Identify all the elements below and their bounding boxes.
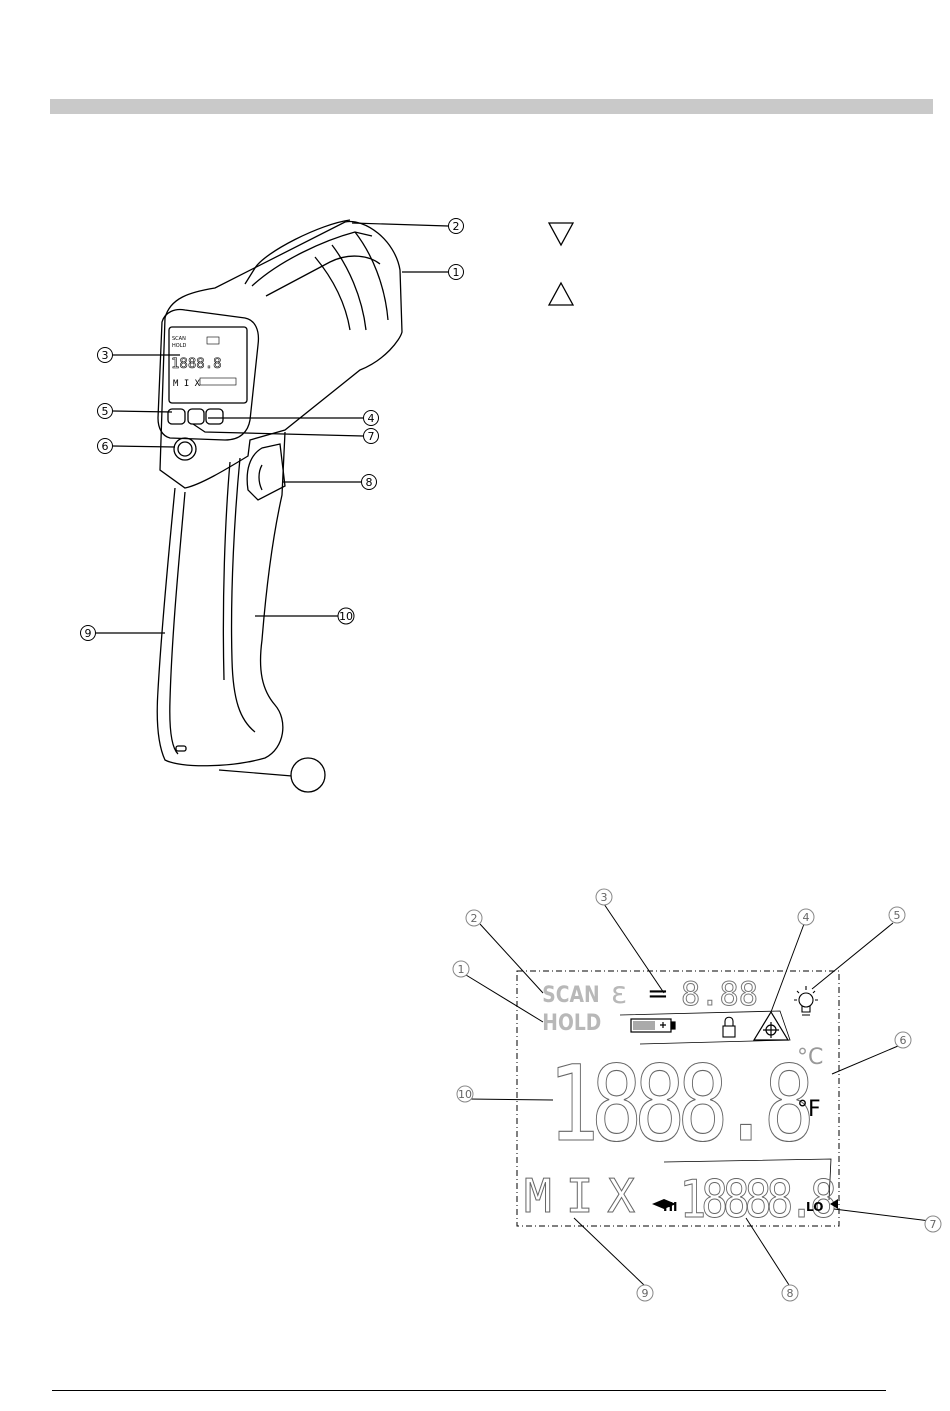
device-callout-3: 3 — [98, 348, 113, 363]
lcd-unit-f: °F — [797, 1097, 821, 1122]
svg-text:4: 4 — [803, 911, 810, 924]
svg-text:2: 2 — [471, 912, 478, 925]
svg-text:9: 9 — [85, 627, 92, 640]
device-callout-6: 6 — [98, 439, 113, 454]
device-lcd-scan: SCAN — [172, 336, 186, 342]
device-leaders — [96, 223, 448, 776]
svg-text:8: 8 — [366, 476, 373, 489]
svg-text:2: 2 — [453, 220, 460, 233]
lcd-callout-1: 1 — [453, 961, 469, 977]
svg-text:5: 5 — [102, 405, 109, 418]
device-callout-7: 7 — [364, 429, 379, 444]
lcd-callout-2: 2 — [466, 910, 482, 926]
lcd-unit-c: °C — [797, 1045, 823, 1070]
lcd-callout-5: 5 — [889, 907, 905, 923]
svg-text:6: 6 — [102, 440, 109, 453]
svg-text:1: 1 — [453, 266, 460, 279]
lcd-hold: HOLD — [542, 1010, 601, 1036]
lcd-epsilon: ε — [611, 976, 627, 1011]
up-triangle-icon — [549, 283, 573, 305]
device-callouts: 2 1 3 5 4 7 6 8 10 9 — [81, 219, 464, 793]
lcd-mode: MIX — [524, 1169, 649, 1223]
device-lcd-mode: M I X — [173, 379, 201, 389]
svg-text:6: 6 — [900, 1034, 907, 1047]
svg-text:7: 7 — [368, 430, 375, 443]
lcd-callout-10: 10 — [457, 1086, 473, 1102]
device-callout-10: 10 — [338, 608, 354, 624]
lcd-callout-9: 9 — [637, 1285, 653, 1301]
device-lcd-digits: 1888.8 — [171, 356, 222, 372]
arrow-symbols — [549, 223, 573, 305]
device-lcd-hold: HOLD — [172, 343, 186, 349]
device-callout-4: 4 — [364, 411, 379, 426]
lcd-callout-4: 4 — [798, 909, 814, 925]
svg-text:9: 9 — [642, 1287, 649, 1300]
lcd-callout-6: 6 — [895, 1032, 911, 1048]
lcd-scan: SCAN — [542, 982, 599, 1008]
svg-text:1: 1 — [458, 963, 465, 976]
lcd-main-digits: 1888.8 — [548, 1045, 810, 1165]
svg-text:7: 7 — [930, 1218, 937, 1231]
battery-icon — [631, 1019, 675, 1032]
svg-text:4: 4 — [368, 412, 375, 425]
lcd-callout-7: 7 — [925, 1216, 941, 1232]
lcd-diagram: SCAN HOLD ε = 8.88 — [517, 971, 839, 1230]
svg-text:8: 8 — [787, 1287, 794, 1300]
backlight-bulb-icon — [794, 986, 818, 1015]
lcd-callout-8: 8 — [782, 1285, 798, 1301]
device-callout-8: 8 — [362, 475, 377, 490]
device-callout-2: 2 — [449, 219, 464, 234]
svg-text:3: 3 — [102, 349, 109, 362]
svg-text:3: 3 — [601, 891, 608, 904]
lcd-callout-3: 3 — [596, 889, 612, 905]
device-lcd-contents: SCAN HOLD 1888.8 M I X — [171, 336, 236, 389]
svg-text:5: 5 — [894, 909, 901, 922]
device-callout-5: 5 — [98, 404, 113, 419]
device-callout-1: 1 — [449, 265, 464, 280]
device-callout-11 — [291, 758, 325, 792]
device-callout-9: 9 — [81, 626, 96, 641]
svg-text:10: 10 — [339, 610, 353, 623]
lcd-hi: HI — [663, 1200, 678, 1214]
thermometer-drawing — [157, 220, 402, 766]
lcd-lo: LO — [806, 1200, 823, 1214]
svg-text:10: 10 — [458, 1088, 472, 1101]
down-triangle-icon — [549, 223, 573, 245]
laser-warning-icon — [754, 1012, 788, 1040]
lock-icon — [723, 1017, 735, 1037]
lcd-emissivity: 8.88 — [681, 975, 758, 1013]
